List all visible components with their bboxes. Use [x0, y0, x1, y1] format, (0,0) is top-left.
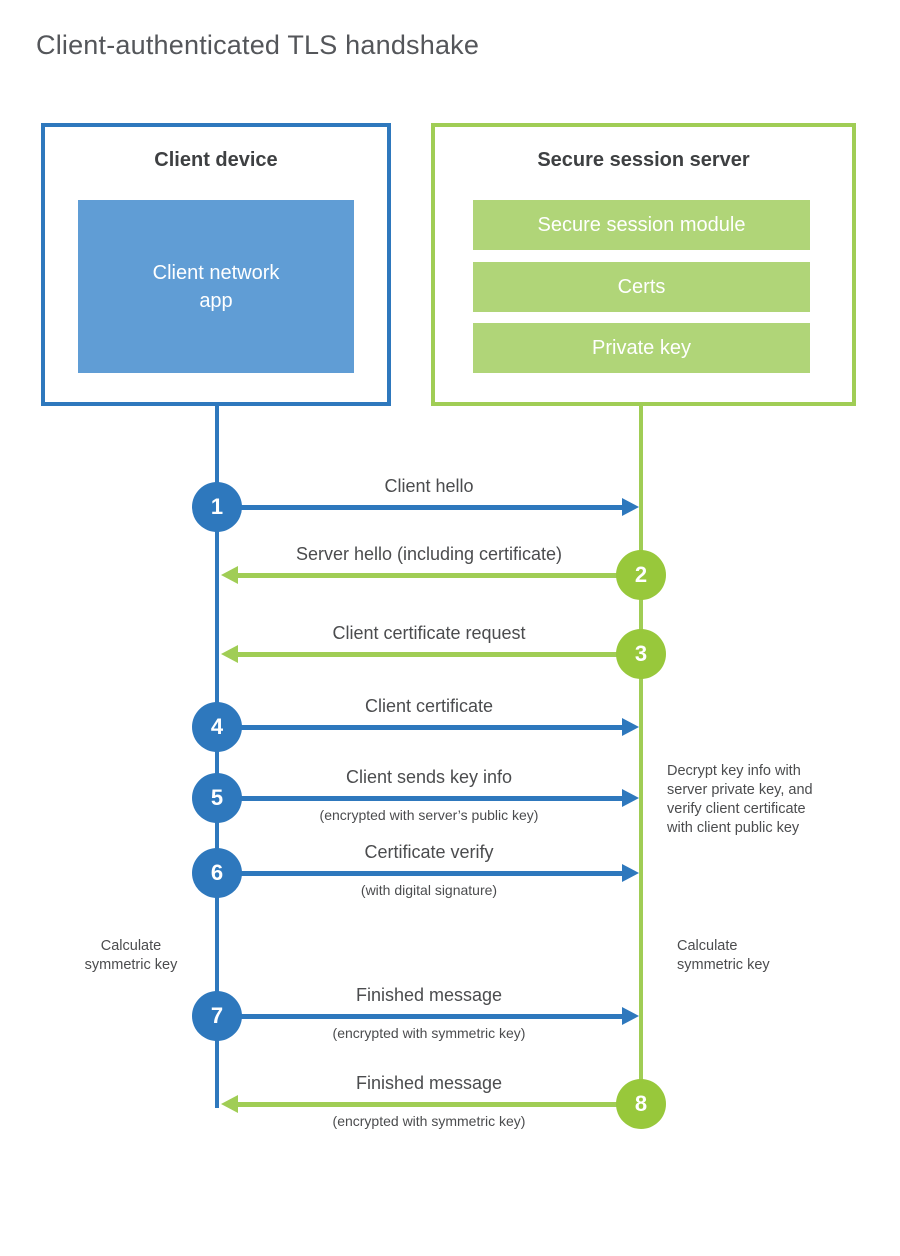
- arrow-line: [238, 1102, 618, 1107]
- arrow-line: [240, 725, 622, 730]
- server-lifeline: [639, 405, 643, 1105]
- arrow-right-icon: [622, 864, 639, 882]
- client-calculate-symmetric-key-note: Calculate symmetric key: [84, 938, 178, 973]
- client-network-app-label: Client network app: [152, 261, 280, 312]
- message-label: Certificate verify: [364, 842, 494, 862]
- arrow-left-icon: [221, 566, 238, 584]
- arrow-line: [240, 505, 622, 510]
- client-network-app-block: Client network app: [78, 200, 354, 373]
- step-number-badge: 8: [616, 1079, 666, 1129]
- page-title: Client-authenticated TLS handshake: [36, 30, 480, 60]
- message-label: Client sends key info: [345, 767, 513, 787]
- client-device-heading: Client device: [154, 149, 278, 171]
- secure-session-server-heading: Secure session server: [537, 149, 750, 171]
- arrow-right-icon: [622, 498, 639, 516]
- arrow-left-icon: [221, 1095, 238, 1113]
- server-module-private-key: Private key: [473, 323, 810, 373]
- server-calculate-symmetric-key-note: Calculate symmetric key: [677, 938, 770, 973]
- arrow-line: [238, 573, 618, 578]
- server-module-secure-session: Secure session module: [473, 200, 810, 250]
- arrow-line: [240, 796, 622, 801]
- server-decrypt-note: Decrypt key info with server private key…: [667, 763, 813, 836]
- step-number-badge: 5: [192, 773, 242, 823]
- message-label: Finished message: [355, 985, 503, 1005]
- arrow-line: [238, 652, 618, 657]
- arrow-right-icon: [622, 1007, 639, 1025]
- arrow-right-icon: [622, 718, 639, 736]
- arrow-right-icon: [622, 789, 639, 807]
- message-label: Finished message: [355, 1073, 503, 1093]
- server-module-certs: Certs: [473, 262, 810, 312]
- arrow-line: [240, 871, 622, 876]
- step-number-badge: 2: [616, 550, 666, 600]
- step-number-badge: 3: [616, 629, 666, 679]
- message-label: Client certificate: [364, 696, 494, 716]
- message-label: Client certificate request: [332, 623, 526, 643]
- step-number-badge: 7: [192, 991, 242, 1041]
- message-label: Client hello: [384, 476, 474, 496]
- step-number-badge: 4: [192, 702, 242, 752]
- arrow-left-icon: [221, 645, 238, 663]
- message-sublabel: (encrypted with server’s public key): [319, 807, 539, 823]
- message-label: Server hello (including certificate): [295, 544, 563, 564]
- client-lifeline: [215, 405, 219, 1108]
- step-number-badge: 1: [192, 482, 242, 532]
- arrow-line: [240, 1014, 622, 1019]
- message-sublabel: (with digital signature): [360, 882, 498, 898]
- step-number-badge: 6: [192, 848, 242, 898]
- message-sublabel: (encrypted with symmetric key): [332, 1025, 526, 1041]
- message-sublabel: (encrypted with symmetric key): [332, 1113, 526, 1129]
